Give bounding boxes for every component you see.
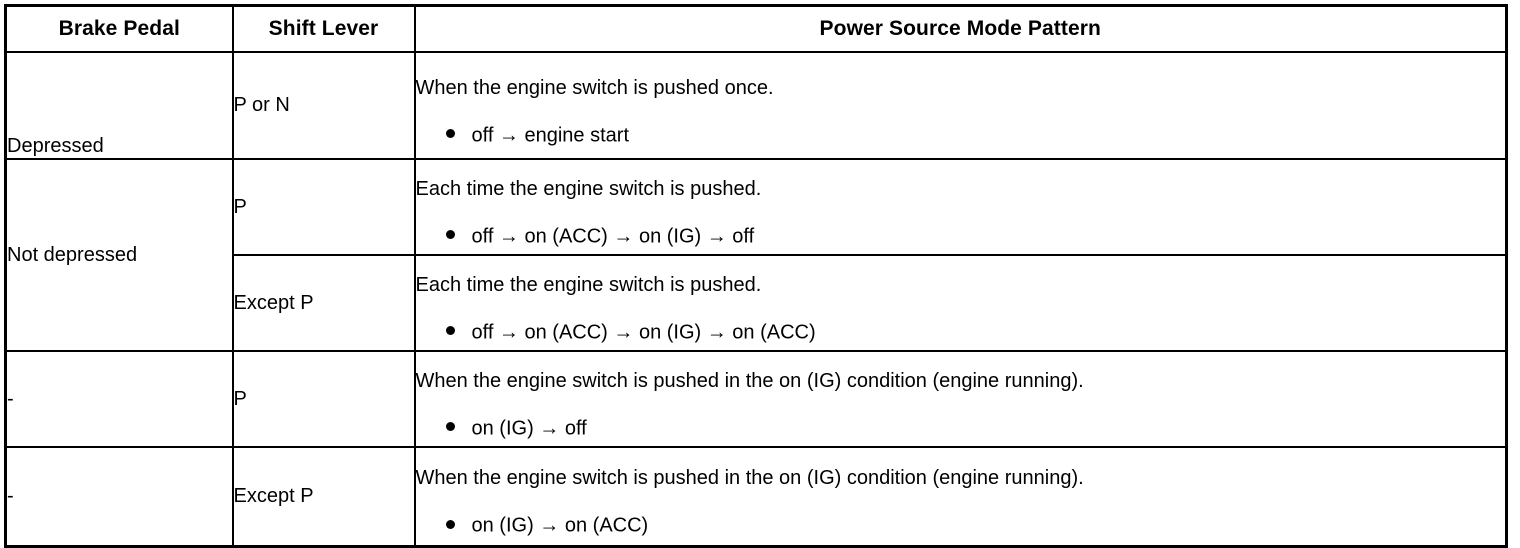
table-row: Except P Each time the engine switch is … xyxy=(6,254,1508,352)
pattern-sequence: on (IG) → off xyxy=(471,417,587,440)
cell-shift-lever: P or N xyxy=(231,51,416,160)
cell-brake-pedal: - xyxy=(4,350,234,448)
column-header-brake-pedal: Brake Pedal xyxy=(4,4,234,53)
cell-power-source-mode-pattern: When the engine switch is pushed in the … xyxy=(413,446,1508,547)
pattern-sequence: off → on (ACC) → on (IG) → off xyxy=(471,225,755,248)
pattern-bullet-line: off → engine start xyxy=(416,98,1506,147)
cell-shift-lever: P xyxy=(231,158,416,256)
pattern-sequence: off → engine start xyxy=(471,124,630,147)
table-row: - Except P When the engine switch is pus… xyxy=(4,446,1508,547)
pattern-bullet-line: off → on (ACC) → on (IG) → on (ACC) xyxy=(416,295,1506,343)
cell-brake-pedal: Depressed xyxy=(4,51,234,160)
cell-shift-lever: Except P xyxy=(231,446,416,547)
pattern-bullet-line: on (IG) → on (ACC) xyxy=(416,488,1506,536)
pattern-bullet-line: off → on (ACC) → on (IG) → off xyxy=(416,199,1506,247)
table-body: Depressed P or N When the engine switch … xyxy=(4,51,1508,547)
table-row: - P When the engine switch is pushed in … xyxy=(4,350,1508,448)
bullet-dot-icon xyxy=(445,519,455,529)
bullet-dot-icon xyxy=(445,230,455,240)
cell-power-source-mode-pattern: When the engine switch is pushed once. o… xyxy=(413,51,1508,160)
cell-shift-lever: Except P xyxy=(231,254,416,352)
pattern-bullet-line: on (IG) → off xyxy=(416,391,1506,439)
pattern-headline: Each time the engine switch is pushed. xyxy=(415,274,762,297)
cell-power-source-mode-pattern: Each time the engine switch is pushed. o… xyxy=(413,254,1508,352)
column-header-shift-lever: Shift Lever xyxy=(231,4,416,53)
cell-brake-pedal: Not depressed xyxy=(4,158,234,352)
pattern-headline: When the engine switch is pushed once. xyxy=(415,76,774,99)
power-source-mode-table: Brake Pedal Shift Lever Power Source Mod… xyxy=(4,4,1508,548)
table-row: Not depressed P Each time the engine swi… xyxy=(4,158,1508,352)
cell-power-source-mode-pattern: Each time the engine switch is pushed. o… xyxy=(413,158,1508,256)
bullet-dot-icon xyxy=(445,326,455,336)
cell-power-source-mode-pattern: When the engine switch is pushed in the … xyxy=(413,350,1508,448)
cell-shift-lever: P xyxy=(231,350,416,448)
pattern-headline: Each time the engine switch is pushed. xyxy=(415,178,762,201)
pattern-headline: When the engine switch is pushed in the … xyxy=(415,467,1084,490)
pattern-sequence: off → on (ACC) → on (IG) → on (ACC) xyxy=(471,321,816,344)
bullet-dot-icon xyxy=(445,128,455,138)
bullet-dot-icon xyxy=(445,422,455,432)
cell-brake-pedal: - xyxy=(4,446,234,547)
table-row: Depressed P or N When the engine switch … xyxy=(4,51,1508,160)
header-row: Brake Pedal Shift Lever Power Source Mod… xyxy=(4,4,1508,53)
column-header-power-source-mode-pattern: Power Source Mode Pattern xyxy=(413,4,1508,53)
pattern-headline: When the engine switch is pushed in the … xyxy=(415,370,1084,393)
table-header: Brake Pedal Shift Lever Power Source Mod… xyxy=(4,4,1508,53)
pattern-sequence: on (IG) → on (ACC) xyxy=(471,515,649,538)
